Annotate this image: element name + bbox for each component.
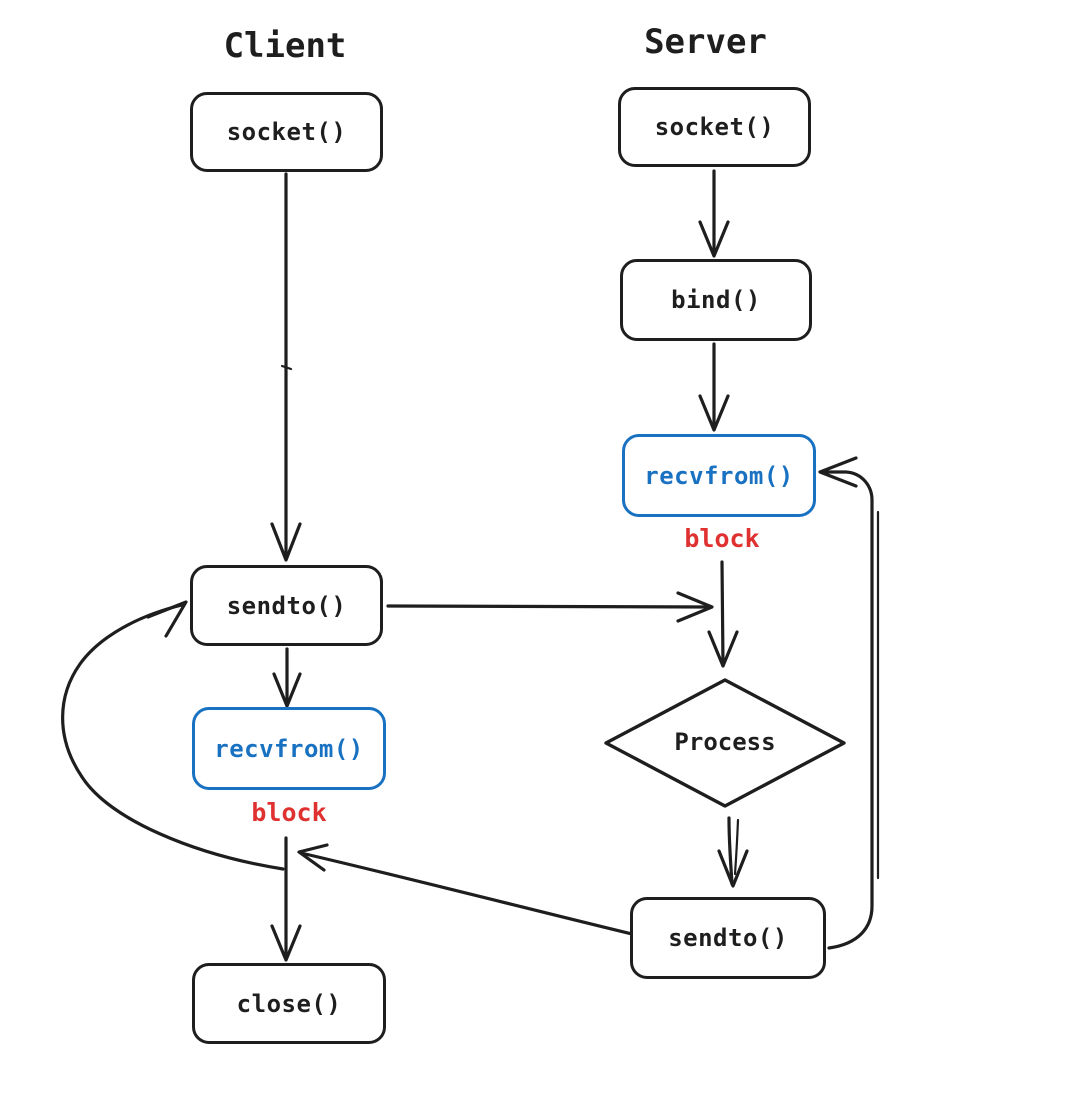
arrow-client-socket-to-sendto [270, 172, 302, 562]
server-socket-node: socket() [618, 87, 811, 167]
client-recvfrom-node: recvfrom() [192, 707, 386, 790]
arrow-client-sendto-to-recvfrom [272, 647, 302, 708]
server-process-label: Process [674, 728, 776, 756]
server-bind-node: bind() [620, 259, 812, 341]
server-sendto-node: sendto() [630, 897, 826, 979]
server-column-title: Server [644, 22, 767, 62]
arrow-server-bind-to-recvfrom [698, 342, 730, 432]
client-socket-node: socket() [190, 92, 383, 172]
arrow-client-loop-to-sendto [61, 600, 285, 871]
arrow-server-sendto-to-client [297, 843, 634, 936]
client-sendto-node: sendto() [190, 565, 383, 646]
client-block-annotation: block [251, 798, 327, 827]
process-diamond-shape [604, 678, 846, 808]
arrow-server-recvfrom-to-process [707, 560, 739, 668]
arrow-client-sendto-to-server [386, 591, 714, 623]
arrow-client-recvfrom-to-close [270, 836, 302, 962]
arrow-server-socket-to-bind [698, 169, 730, 258]
server-recvfrom-node: recvfrom() [622, 434, 816, 517]
arrow-server-loop-to-recvfrom [818, 456, 880, 950]
arrow-server-process-to-sendto [717, 816, 749, 888]
client-column-title: Client [223, 26, 347, 66]
client-close-node: close() [192, 963, 386, 1044]
server-block-annotation: block [684, 524, 760, 553]
